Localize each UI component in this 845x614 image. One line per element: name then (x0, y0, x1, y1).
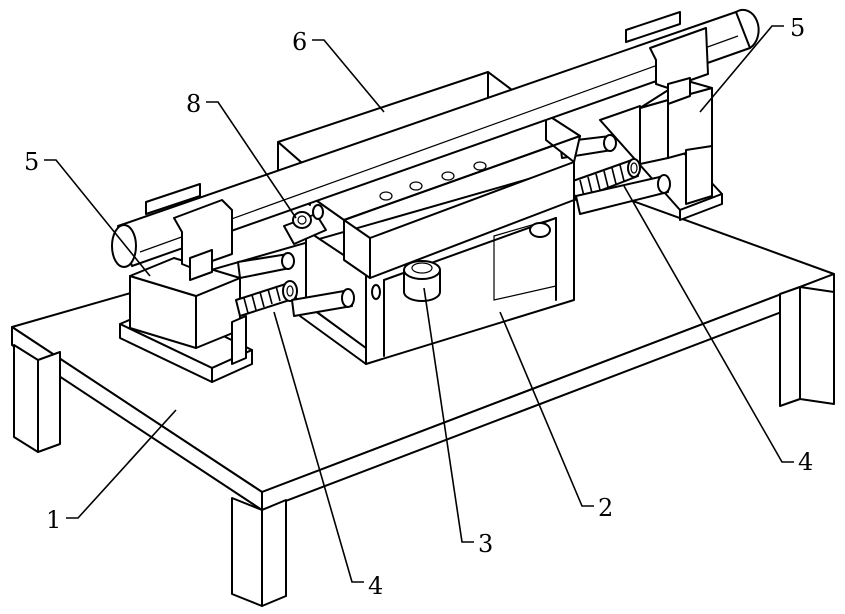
callout-5-right: 5 (790, 14, 805, 42)
boss-under-1 (530, 223, 550, 237)
table-leg-left-side (38, 352, 60, 452)
tube-left-end (112, 225, 136, 267)
right-bracket (686, 146, 712, 204)
callout-4-right: 4 (798, 448, 813, 476)
callout-8: 8 (186, 90, 201, 118)
table-leg-front-side (262, 500, 286, 606)
callout-6: 6 (292, 28, 307, 56)
table-leg-right-side (780, 287, 800, 406)
leader-6 (312, 40, 384, 112)
boss-under-2 (372, 285, 380, 299)
callout-1: 1 (46, 506, 61, 534)
callout-3: 3 (478, 530, 493, 558)
callout-5-left: 5 (24, 148, 39, 176)
callout-2: 2 (598, 494, 613, 522)
left-bracket (232, 316, 246, 364)
table-leg-left (14, 345, 38, 452)
table-leg-front (232, 498, 262, 606)
table-leg-right (800, 287, 834, 404)
callout-4-left: 4 (368, 572, 383, 600)
motor-3 (404, 261, 440, 301)
right-block-side (640, 100, 668, 164)
